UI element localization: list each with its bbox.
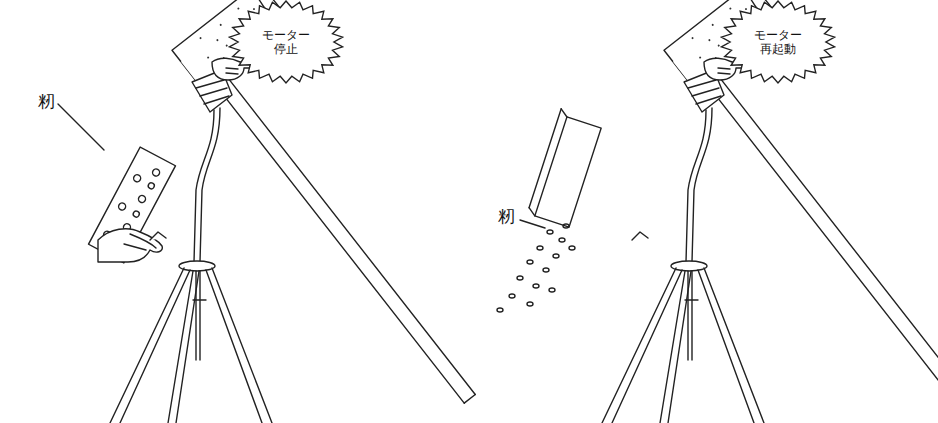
starburst-outline xyxy=(721,1,834,83)
trigger xyxy=(150,232,166,240)
falling-grains xyxy=(497,224,575,312)
sower-rig xyxy=(602,0,938,423)
leader-line xyxy=(58,104,104,150)
part-label: 籾 xyxy=(498,205,515,228)
callout-text: モーター 再起動 xyxy=(746,28,810,56)
trigger xyxy=(632,232,648,240)
hand xyxy=(124,234,156,250)
starburst-outline xyxy=(229,1,342,83)
part-label: 籾 xyxy=(38,90,55,113)
starburst-callout: モーター 再起動 xyxy=(720,0,836,84)
hand xyxy=(98,229,162,262)
seed-box xyxy=(89,147,176,263)
callout-text: モーター 停止 xyxy=(254,28,318,56)
seed-box xyxy=(527,109,603,227)
starburst-callout: モーター 停止 xyxy=(228,0,344,84)
sower-rig xyxy=(110,0,481,423)
leader-line xyxy=(520,220,545,228)
